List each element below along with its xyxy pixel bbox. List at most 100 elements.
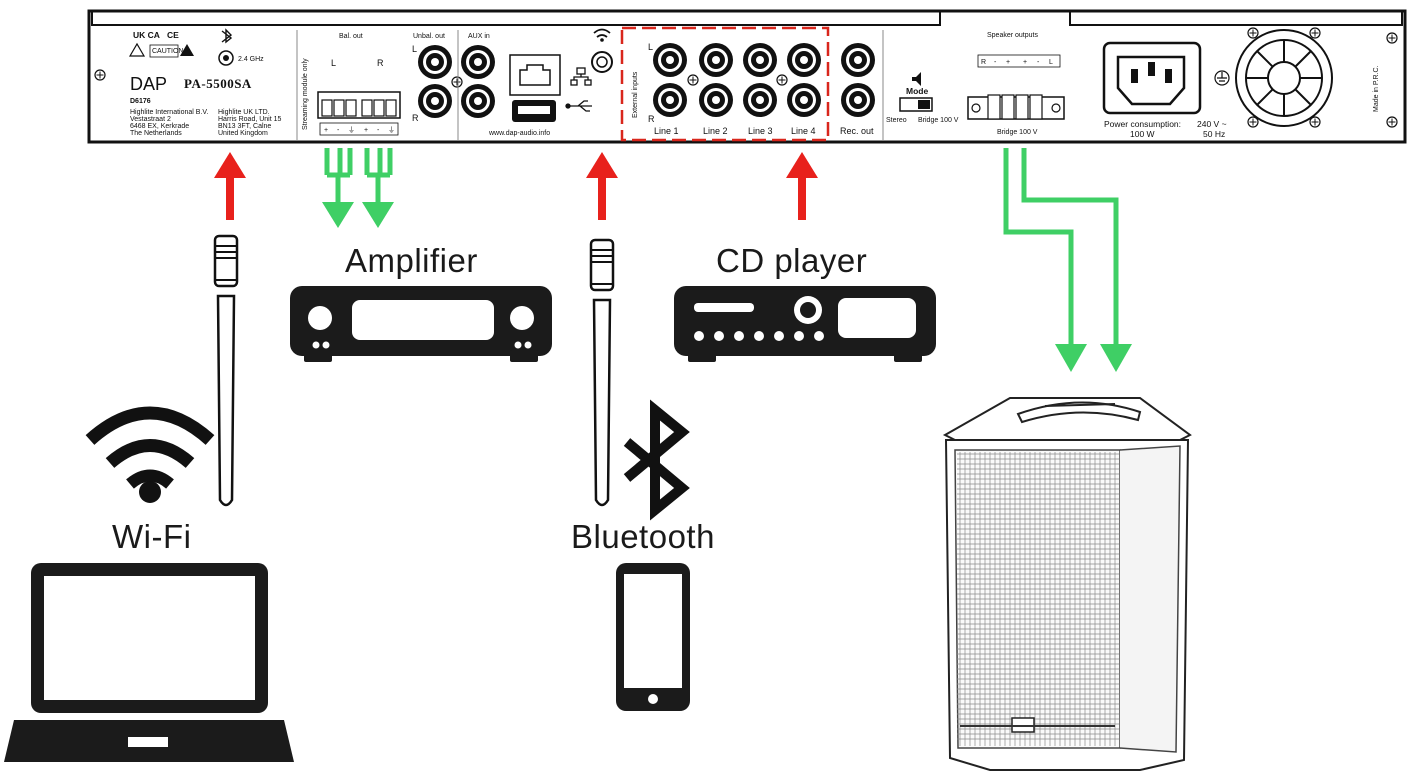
- bluetooth-label: Bluetooth: [571, 518, 715, 555]
- bluetooth-input-arrow: [586, 152, 618, 220]
- amplifier-label: Amplifier: [345, 242, 478, 279]
- warning-triangle-icon: [128, 42, 146, 57]
- svg-text:6468 EX, Kerkrade: 6468 EX, Kerkrade: [130, 123, 189, 130]
- smartphone-icon: [616, 563, 690, 711]
- unbalanced-output: Unbal. out L R: [412, 33, 463, 123]
- voltage-label: 240 V ~: [1197, 119, 1227, 129]
- balanced-output: Bal. out L R + - ⏚ + - ⏚: [317, 33, 401, 136]
- panel-screw-icon: [1386, 116, 1398, 128]
- wifi-label: Wi-Fi: [112, 518, 191, 555]
- rec-output: Rec. out: [840, 43, 875, 136]
- svg-text:Highlite UK LTD.: Highlite UK LTD.: [218, 109, 270, 116]
- panel-screw-icon: [1247, 27, 1259, 39]
- streaming-module-label: Streaming module only: [302, 58, 309, 130]
- arrow-head-icon: [322, 202, 354, 228]
- rear-panel: UK CA CE CAUTION 2.4 GHz DAP PA-5500SA D…: [87, 9, 1407, 144]
- svg-text:Line 2: Line 2: [703, 126, 728, 136]
- power-watt-label: 100 W: [1130, 129, 1155, 139]
- cd-player-label: CD player: [716, 242, 867, 279]
- warning-triangle-icon: [180, 44, 194, 56]
- product-code: D6176: [130, 98, 151, 105]
- laptop-icon: [4, 563, 294, 762]
- svg-text:L: L: [1049, 59, 1053, 66]
- ce-mark: CE: [167, 30, 179, 40]
- svg-text:+: +: [364, 127, 368, 134]
- address-right: Highlite UK LTD. Harris Road, Unit 15 BN…: [218, 109, 282, 137]
- speaker-output-terminals: Speaker outputs R - + + - L Bridge 100 V: [967, 32, 1065, 136]
- svg-text:+: +: [1006, 59, 1010, 66]
- svg-text:⏚: ⏚: [388, 126, 395, 134]
- cooling-fan-icon: [1235, 29, 1333, 127]
- rca-jack-icon: [418, 84, 452, 118]
- svg-text:L: L: [331, 58, 336, 68]
- ethernet-port-icon: [519, 64, 551, 86]
- svg-text:Vestastraat 2: Vestastraat 2: [130, 116, 171, 123]
- panel-screw-icon: [1386, 32, 1398, 44]
- svg-text:L: L: [412, 44, 417, 54]
- network-usb-ports: www.dap-audio.info: [488, 54, 592, 137]
- arrow-head-icon: [1100, 344, 1132, 372]
- power-inlet: Power consumption: 100 W 240 V ~ 50 Hz: [1102, 41, 1230, 139]
- wifi-input-arrow: [214, 152, 246, 220]
- ukca-ce-mark: UK CA: [133, 30, 160, 40]
- made-in-label: Made in P.R.C.: [1373, 65, 1380, 112]
- mode-switch: Mode Stereo Bridge 100 V: [886, 72, 959, 124]
- svg-text:-: -: [377, 127, 380, 134]
- iec-socket-icon: [1116, 55, 1186, 106]
- bluetooth-antenna-icon: [589, 238, 615, 507]
- svg-text:Bridge 100 V: Bridge 100 V: [918, 117, 959, 124]
- rca-jack-icon: [461, 84, 495, 118]
- website-label: www.dap-audio.info: [488, 130, 550, 137]
- power-consumption-label: Power consumption:: [1104, 119, 1181, 129]
- rca-jack-icon: [841, 83, 875, 117]
- svg-text:Line 1: Line 1: [654, 126, 679, 136]
- svg-text:-: -: [337, 127, 340, 134]
- svg-text:L: L: [648, 42, 653, 52]
- svg-text:Bridge 100 V: Bridge 100 V: [997, 129, 1038, 136]
- svg-text:-: -: [994, 59, 997, 66]
- svg-text:The Netherlands: The Netherlands: [130, 130, 182, 137]
- panel-screw-icon: [1309, 27, 1321, 39]
- bal-out-label: Bal. out: [339, 33, 363, 40]
- svg-text:R: R: [412, 113, 419, 123]
- address-left: Highlite International B.V. Vestastraat …: [130, 109, 208, 137]
- rca-jack-icon: [418, 45, 452, 79]
- aux-in-label: AUX in: [468, 33, 490, 40]
- svg-text:+: +: [324, 127, 328, 134]
- frequency-label: 50 Hz: [1203, 129, 1225, 139]
- network-icon: [570, 67, 592, 86]
- model-number: PA-5500SA: [184, 76, 252, 91]
- ground-symbol-icon: [1214, 70, 1230, 86]
- bt-band-label: 2.4 GHz: [238, 56, 264, 63]
- unbal-out-label: Unbal. out: [413, 33, 445, 40]
- svg-text:-: -: [1037, 59, 1040, 66]
- svg-text:Mode: Mode: [906, 86, 928, 96]
- external-inputs-highlight: [620, 26, 830, 142]
- svg-text:United Kingdom: United Kingdom: [218, 130, 268, 137]
- line-input-arrow: [786, 152, 818, 220]
- input-arrows: [214, 152, 818, 220]
- bluetooth-small-icon: [221, 28, 233, 44]
- speaker-output-arrows: [1003, 148, 1132, 372]
- svg-text:Highlite International B.V.: Highlite International B.V.: [130, 109, 208, 116]
- svg-text:Harris Road, Unit 15: Harris Road, Unit 15: [218, 116, 282, 123]
- svg-text:BN13 3FT, Calne: BN13 3FT, Calne: [218, 123, 271, 130]
- bluetooth-icon: [623, 399, 690, 521]
- svg-text:+: +: [1023, 59, 1027, 66]
- bal-terminal-signs: + - ⏚ + - ⏚: [319, 122, 399, 136]
- cd-player-device-icon: [674, 286, 936, 362]
- wifi-antenna-icon: [213, 234, 239, 507]
- svg-text:Line 3: Line 3: [748, 126, 773, 136]
- line-labels: Line 1 Line 2 Line 3 Line 4: [654, 126, 816, 136]
- svg-text:⏚: ⏚: [348, 126, 355, 134]
- amplifier-device-icon: [290, 286, 552, 362]
- speaker-symbol-icon: [912, 72, 921, 86]
- svg-text:R: R: [377, 58, 384, 68]
- certification-marks: UK CA CE CAUTION 2.4 GHz: [128, 28, 264, 66]
- caution-label: CAUTION: [152, 48, 184, 55]
- wifi-antenna-port: [591, 28, 613, 73]
- svg-text:Line 4: Line 4: [791, 126, 816, 136]
- brand-logo-text: DAP: [130, 74, 167, 94]
- loudspeaker-icon: [942, 397, 1192, 771]
